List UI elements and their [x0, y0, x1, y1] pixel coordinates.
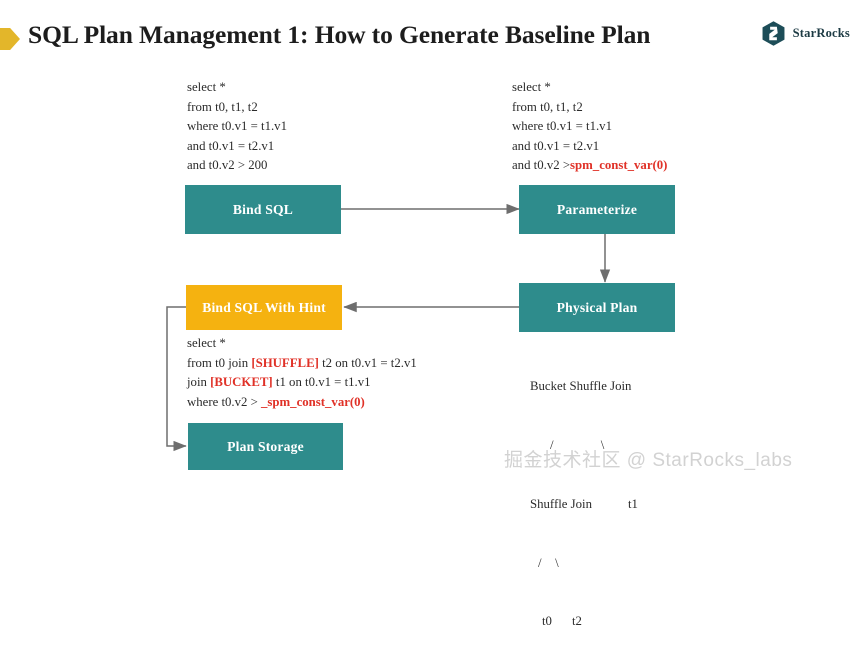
node-label: Plan Storage	[227, 438, 304, 454]
plan-tree-leaf-t1: t1	[627, 496, 638, 511]
sql-line: and t0.v1 = t2.v1	[187, 138, 275, 153]
sql-line: select *	[187, 80, 226, 94]
sql-line: where t0.v1 = t1.v1	[512, 119, 612, 134]
page-header: SQL Plan Management 1: How to Generate B…	[0, 0, 864, 68]
sql-line: from t0 join [SHUFFLE] t2 on t0.v1 = t2.…	[187, 354, 417, 374]
node-label: Parameterize	[556, 201, 638, 217]
node-label: Physical Plan	[556, 299, 638, 315]
sql-with-hint-block: select * from t0 join [SHUFFLE] t2 on t0…	[187, 334, 417, 412]
sql-line: where t0.v2 > _spm_const_var(0)	[187, 393, 417, 413]
sql-line: from t0, t1, t2	[512, 99, 583, 114]
sql-line: join [BUCKET] t1 on t0.v1 = t1.v1	[187, 373, 417, 393]
sql-highlight-spm-const-var: _spm_const_var(0)	[261, 394, 365, 409]
sql-highlight-spm-const-var: spm_const_var(0)	[570, 158, 668, 173]
sql-text: join	[187, 375, 211, 390]
sql-text: t1 on t0.v1 = t1.v1	[272, 375, 371, 390]
node-label: Bind SQL	[232, 201, 294, 217]
plan-tree-leaf-t2: t2	[571, 614, 582, 629]
diagram-canvas: select * from t0, t1, t2 where t0.v1 = t…	[0, 68, 864, 628]
diagram-connectors	[166, 203, 611, 452]
sql-line: from t0, t1, t2	[187, 99, 258, 114]
sql-highlight-shuffle-hint: [SHUFFLE]	[251, 355, 319, 370]
sql-text: where t0.v2 >	[187, 394, 262, 409]
page-title: SQL Plan Management 1: How to Generate B…	[28, 20, 651, 49]
plan-tree-level2: Shuffle Join t1	[530, 495, 638, 515]
starrocks-hexagon-icon	[762, 21, 785, 46]
node-bind-sql-with-hint[interactable]: Bind SQL With Hint	[186, 285, 342, 330]
plan-tree-root: Bucket Shuffle Join	[530, 379, 632, 394]
sql-line: where t0.v1 = t1.v1	[187, 119, 287, 134]
starrocks-brand-name: StarRocks	[792, 26, 850, 40]
sql-line: select *	[187, 336, 226, 350]
sql-text: and t0.v2 >	[512, 158, 571, 173]
sql-line: and t0.v2 >spm_const_var(0)	[512, 156, 667, 176]
sql-text: from t0 join	[187, 355, 252, 370]
sql-line: and t0.v1 = t2.v1	[512, 138, 600, 153]
starrocks-logo: StarRocks	[760, 20, 850, 47]
sql-original-block: select * from t0, t1, t2 where t0.v1 = t…	[187, 78, 287, 176]
node-plan-storage[interactable]: Plan Storage	[188, 423, 343, 470]
plan-tree-leaf-t0: t0	[542, 614, 552, 629]
node-physical-plan[interactable]: Physical Plan	[519, 283, 675, 332]
sql-highlight-bucket-hint: [BUCKET]	[210, 375, 273, 390]
plan-tree-leaves: t0 t2	[530, 612, 638, 632]
title-marker-icon	[0, 28, 20, 50]
sql-line: select *	[512, 80, 551, 94]
watermark: 掘金技术社区 @ StarRocks_labs	[504, 450, 793, 471]
plan-tree-branch-2: / \	[538, 555, 560, 570]
plan-tree-branch-1: / \	[550, 437, 606, 452]
sql-text: t2 on t0.v1 = t2.v1	[318, 355, 417, 370]
node-label: Bind SQL With Hint	[202, 299, 326, 315]
sql-line: and t0.v2 > 200	[187, 158, 268, 173]
plan-tree-node-shuffle-join: Shuffle Join	[530, 496, 592, 511]
plan-tree: Bucket Shuffle Join / \ Shuffle Join t1 /…	[530, 338, 638, 671]
node-parameterize[interactable]: Parameterize	[519, 185, 675, 234]
sql-parameterized-block: select * from t0, t1, t2 where t0.v1 = t…	[512, 78, 667, 176]
node-bind-sql[interactable]: Bind SQL	[185, 185, 341, 234]
